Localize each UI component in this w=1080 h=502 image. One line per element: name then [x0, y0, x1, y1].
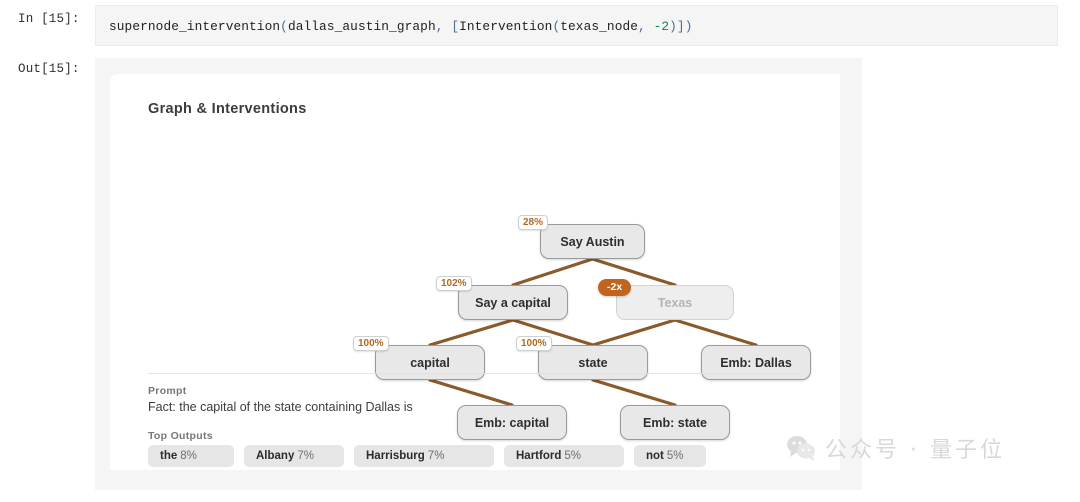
top-output-percent: 5% [564, 450, 581, 462]
graph-node-emb-capital[interactable]: Emb: capital [457, 405, 567, 440]
code-open-paren: ( [280, 19, 288, 34]
top-output-token: Hartford [516, 450, 562, 462]
output-prompt-label: Out[15]: [18, 62, 80, 76]
code-open-paren2: ( [552, 19, 561, 34]
code-open-bracket: [ [451, 19, 460, 34]
graph-edge [590, 257, 677, 287]
intervention-badge-texas: -2x [598, 279, 632, 296]
watermark-text: 公众号 · 量子位 [825, 438, 1005, 463]
code-fn: supernode_intervention [109, 19, 281, 34]
activation-badge-state: 100% [516, 336, 552, 351]
activation-badge-say-capital: 102% [436, 276, 472, 291]
graph-edge [428, 378, 514, 407]
wechat-icon [787, 436, 815, 461]
input-prompt-label: In [15]: [18, 12, 80, 26]
graph-edge [591, 318, 677, 347]
top-output-percent: 7% [427, 450, 445, 462]
graph-edge [591, 378, 677, 407]
activation-badge-capital: 100% [353, 336, 389, 351]
top-output-token: the [160, 450, 178, 462]
graph-node-state[interactable]: state [538, 345, 648, 380]
top-output-token: not [646, 450, 664, 462]
top-output-percent: 8% [180, 450, 197, 462]
graph-node-label: state [578, 355, 608, 370]
graph-node-say-austin[interactable]: Say Austin [540, 224, 645, 259]
graph-edge [673, 318, 758, 347]
graph-edge [511, 318, 595, 347]
code-comma: , [435, 19, 452, 34]
graph-edge [511, 257, 595, 287]
graph-node-label: Emb: state [643, 415, 707, 430]
code-fn2: Intervention [459, 19, 553, 34]
watermark: 公众号 · 量子位 [786, 432, 1005, 464]
code-comma2: , [638, 19, 654, 34]
top-output-token: Albany [256, 450, 295, 462]
graph-node-label: capital [410, 355, 450, 370]
page-title: Graph & Interventions [148, 101, 307, 117]
graph-node-say-capital[interactable]: Say a capital [458, 285, 568, 320]
graph-edge-layer [428, 257, 758, 407]
graph-node-texas[interactable]: Texas [616, 285, 734, 320]
top-output-percent: 5% [666, 450, 684, 462]
code-number: -2 [653, 19, 670, 34]
code-arg1: dallas_austin_graph [287, 19, 436, 34]
graph-node-label: Say a capital [475, 295, 551, 310]
graph-node-label: Emb: Dallas [720, 355, 792, 370]
graph-node-label: Say Austin [560, 234, 625, 249]
graph-node-label: Texas [657, 295, 693, 310]
graph-edge [428, 318, 515, 347]
code-arg2: texas_node [560, 19, 639, 34]
prompt-text: Fact: the capital of the state containin… [148, 400, 413, 414]
result-card: Graph & Interventions Say Austin 28% Say a… [110, 74, 840, 470]
top-outputs-section-label: Top Outputs [148, 430, 213, 442]
graph-node-label: Emb: capital [474, 415, 550, 430]
code-line: supernode_intervention(dallas_austin_gra… [109, 19, 693, 34]
top-output-token: Harrisburg [366, 450, 425, 462]
code-close: )]) [669, 19, 693, 34]
divider [148, 373, 803, 374]
top-output-percent: 7% [297, 450, 314, 462]
activation-badge-say-austin: 28% [518, 215, 549, 230]
prompt-section-label: Prompt [148, 385, 187, 397]
graph-node-emb-state[interactable]: Emb: state [620, 405, 730, 440]
code-input-cell[interactable]: supernode_intervention(dallas_austin_gra… [95, 5, 1058, 46]
graph-node-emb-dallas[interactable]: Emb: Dallas [701, 345, 811, 380]
graph-node-capital[interactable]: capital [375, 345, 485, 380]
